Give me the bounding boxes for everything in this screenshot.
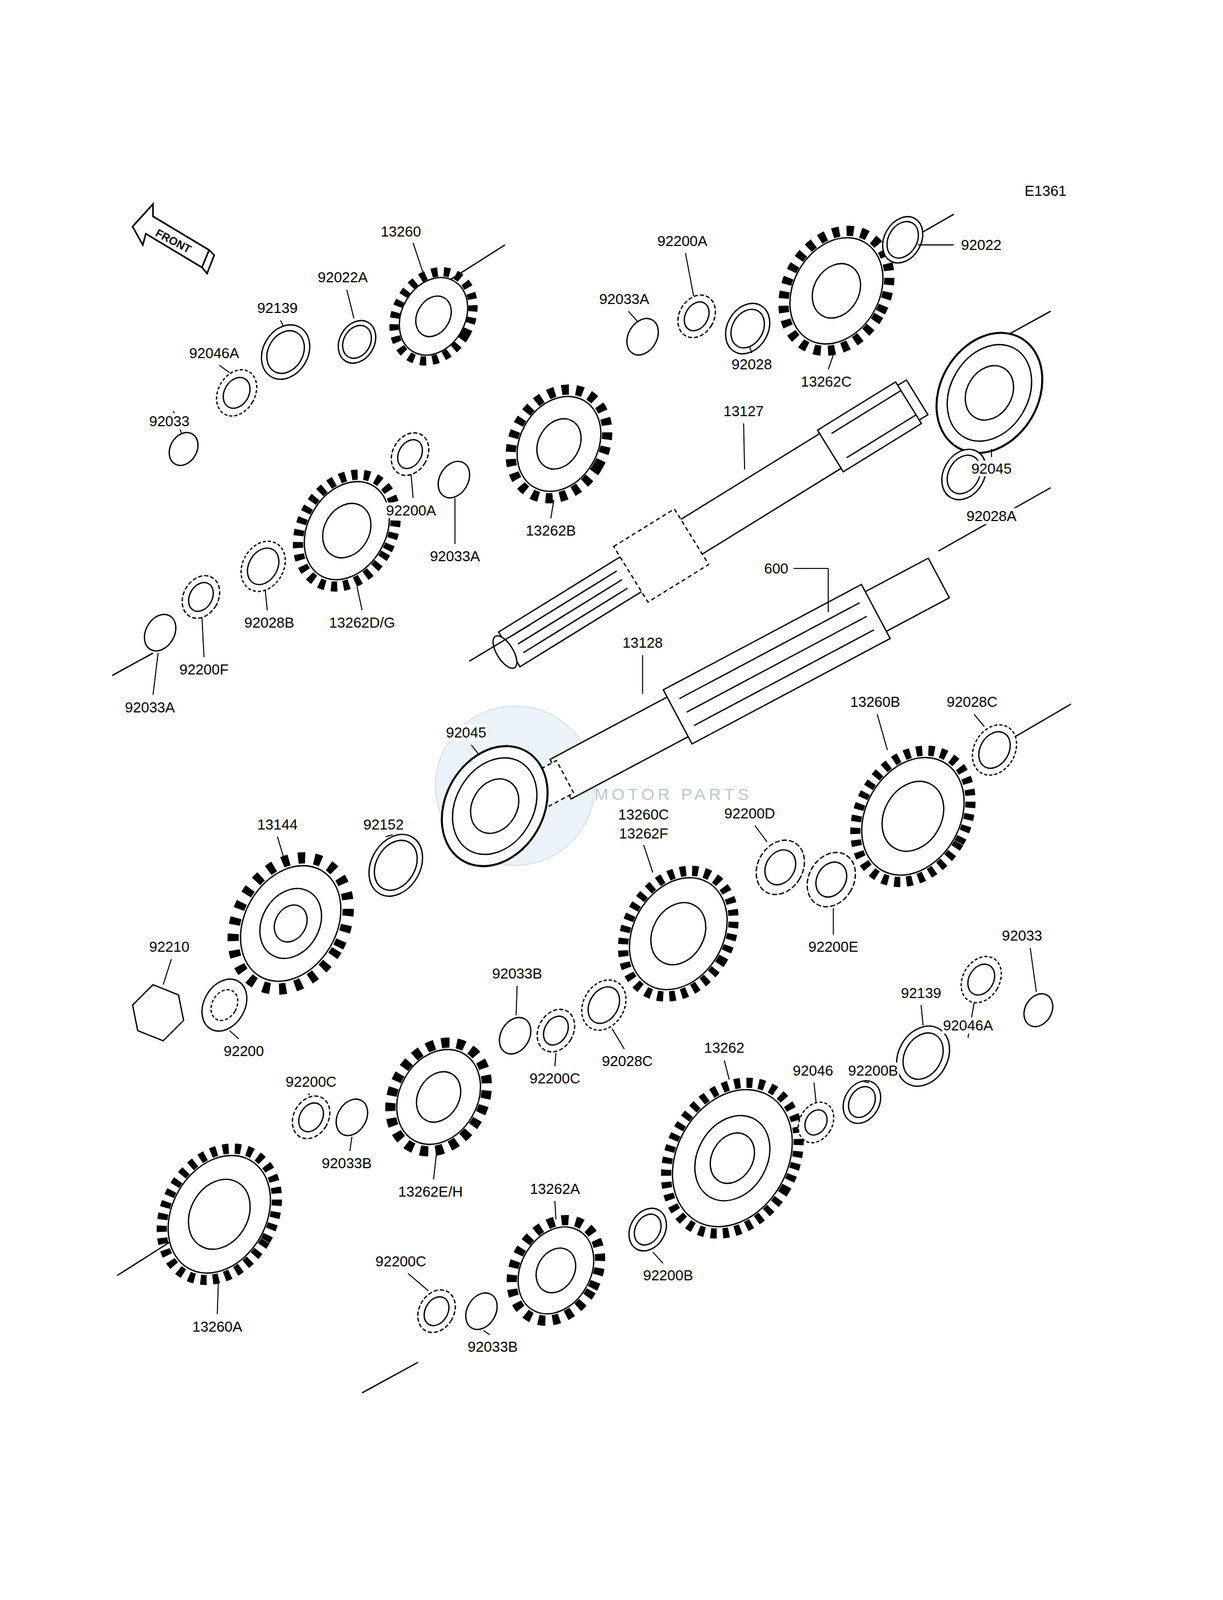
callout-number: 13262B	[524, 522, 578, 539]
callout-number: 92152	[362, 816, 405, 833]
callout-number: 92200	[222, 1042, 265, 1060]
callout-number: 92033A	[598, 291, 651, 308]
callout-number: 92139	[899, 984, 942, 1001]
callout-number: 92022	[959, 237, 1003, 254]
callout-number: 92210	[147, 938, 191, 955]
callout-number: 92200C	[374, 1252, 428, 1269]
callout-number: 92200B	[847, 1061, 900, 1079]
callout-number: 600	[762, 559, 790, 577]
figure-code: E1361	[1023, 182, 1068, 200]
callout-number: 13262E/H	[397, 1183, 464, 1200]
callout-number: 92200C	[528, 1070, 582, 1087]
callout-number: 92046A	[941, 1017, 995, 1034]
callout-number: 92200A	[384, 501, 438, 519]
watermark: MOTOR PARTS	[593, 784, 754, 803]
callout-number: 92033B	[466, 1338, 520, 1355]
callout-number: 92200F	[178, 661, 230, 678]
callout-number: 92045	[970, 460, 1013, 477]
callout-number: 92200D	[723, 804, 777, 821]
callout-number: 92028A	[965, 508, 1018, 525]
callout-number: 13262C	[799, 373, 853, 390]
callout-number: 92200C	[284, 1072, 338, 1090]
callout-number: 92045	[445, 724, 488, 741]
callout-number: 92028C	[945, 693, 999, 710]
callout-number: 92200E	[806, 938, 860, 955]
callout-number: 92022A	[316, 269, 370, 286]
callout-number: 92033B	[490, 965, 544, 982]
callout-number: 13260A	[191, 1317, 244, 1334]
callout-number: 92028B	[243, 614, 296, 631]
callout-number: 92028C	[600, 1052, 654, 1070]
callout-number: 92033A	[428, 548, 482, 565]
callout-number: 92033	[147, 413, 191, 430]
callout-number: 92028	[730, 356, 773, 373]
callout-number: 13144	[255, 816, 299, 833]
callout-number: 13260B	[848, 693, 902, 710]
callout-number: 13127	[722, 403, 765, 420]
callout-number: 13128	[621, 634, 664, 651]
callout-number: 92033A	[123, 698, 177, 715]
callout-number: 13262F	[617, 825, 670, 842]
callout-number: 92033B	[320, 1154, 374, 1172]
callout-number: 13262D/G	[327, 614, 397, 631]
callout-number: 92200A	[656, 232, 709, 249]
callout-number: 13262	[702, 1039, 746, 1056]
callout-number: 13262A	[528, 1180, 582, 1197]
callout-number: 13260	[379, 223, 423, 240]
callout-number: 92046A	[187, 345, 241, 362]
callout-number: 92200B	[641, 1267, 695, 1284]
callout-number: 92033	[1001, 927, 1044, 944]
callout-number: 13260C	[617, 805, 671, 823]
callout-number: 92139	[255, 300, 299, 317]
callout-number: 92046	[791, 1061, 835, 1079]
